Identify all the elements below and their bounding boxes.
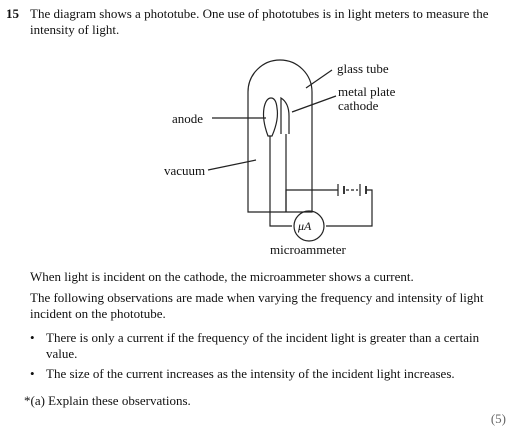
bullet-item-intensity: The size of the current increases as the… [46,366,455,381]
paragraph-observation: When light is incident on the cathode, t… [30,269,414,284]
bullet-item-frequency: There is only a current if the frequency… [46,330,480,361]
meter-symbol-text: μA [298,219,312,233]
question-intro: The diagram shows a phototube. One use o… [30,6,489,37]
microammeter-symbol [293,210,325,242]
bullet-marker: • [30,330,35,345]
anode-electrode [262,97,279,137]
label-microammeter: microammeter [270,242,346,257]
paragraph-conditions: The following observations are made when… [30,290,484,321]
glass-tube-envelope [247,59,313,213]
label-anode: anode [172,111,204,126]
label-cathode: cathode [338,98,379,113]
cathode-plate [280,96,290,134]
bullet-marker: • [30,366,35,381]
label-vacuum: vacuum [164,163,206,178]
part-a-marks: (5) [490,411,506,426]
question-number: 15 [6,6,19,21]
part-a-prompt: *(a) Explain these observations. [24,393,191,408]
label-metal-plate: metal plate [338,84,396,99]
label-glass-tube: glass tube [337,61,389,76]
